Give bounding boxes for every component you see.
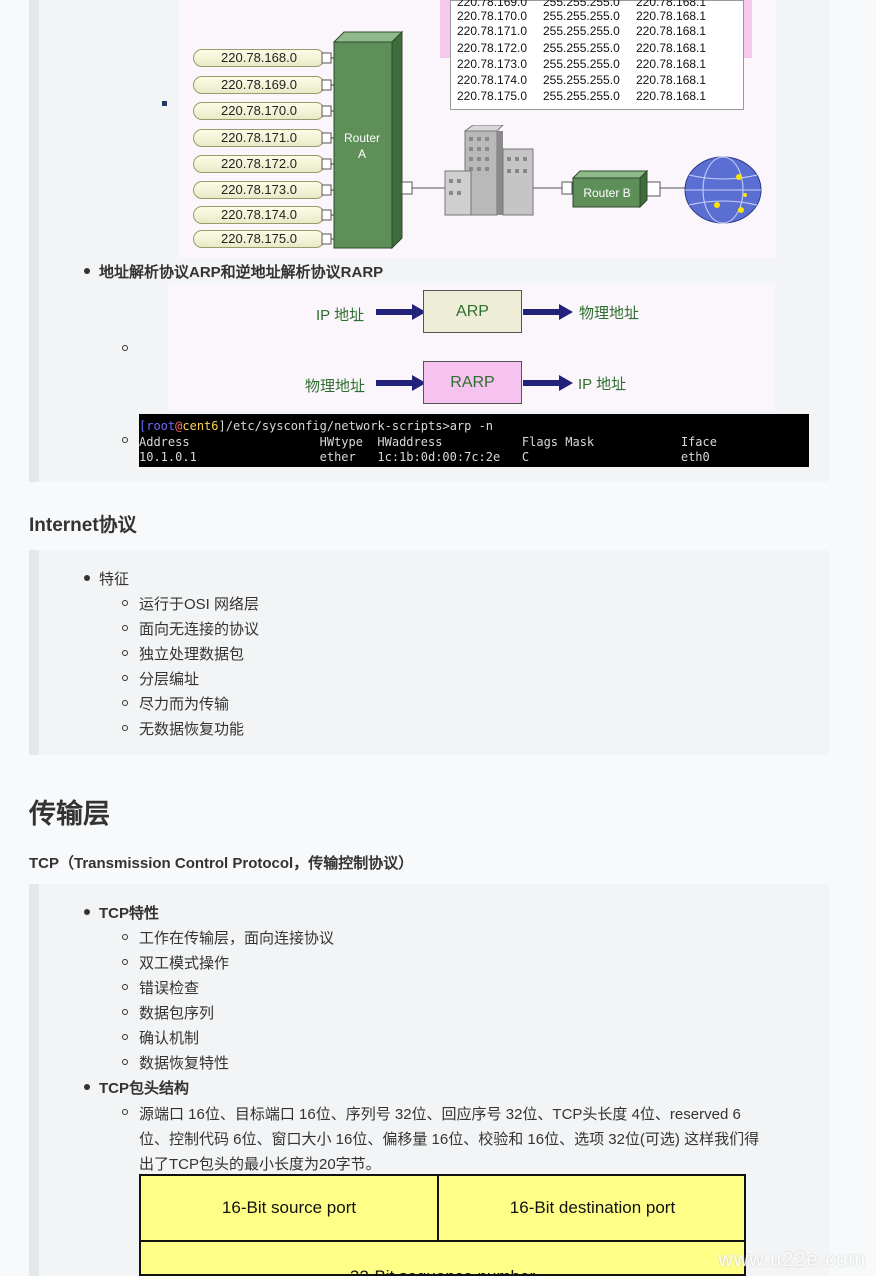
tcp-features-label: TCP特性 bbox=[99, 905, 160, 922]
sub-bullet bbox=[122, 345, 128, 351]
list-item: 无数据恢复功能 bbox=[139, 721, 245, 738]
arp-section-title: 地址解析协议ARP和逆地址解析协议RARP bbox=[99, 264, 384, 281]
wan-links bbox=[401, 181, 688, 197]
list-item: 独立处理数据包 bbox=[139, 646, 245, 663]
sub-bullet bbox=[122, 625, 128, 631]
feature-label: 特征 bbox=[99, 571, 130, 588]
router-b-label: Router B bbox=[583, 186, 631, 200]
router-a bbox=[332, 30, 404, 250]
ip-label: 220.78.169.0 bbox=[193, 76, 325, 94]
sub-bullet bbox=[122, 437, 128, 443]
sub-bullet bbox=[122, 1109, 128, 1115]
sub-bullet bbox=[122, 959, 128, 965]
sub-bullet bbox=[122, 984, 128, 990]
sequence-number-cell: 32-Bit sequence number bbox=[141, 1242, 744, 1274]
arp-right-label: 物理地址 bbox=[579, 305, 640, 322]
sub-bullet bbox=[122, 1059, 128, 1065]
tcp-header-table: 16-Bit source port 16-Bit destination po… bbox=[139, 1174, 746, 1276]
sub-bullet bbox=[122, 1009, 128, 1015]
ip-label: 220.78.175.0 bbox=[193, 230, 325, 248]
ip-label: 220.78.172.0 bbox=[193, 155, 325, 173]
diagram-bullet bbox=[162, 101, 167, 106]
tcp-header-label: TCP包头结构 bbox=[99, 1080, 190, 1097]
ip-label: 220.78.174.0 bbox=[193, 206, 325, 224]
destination-port-cell: 16-Bit destination port bbox=[439, 1176, 744, 1242]
internet-block bbox=[29, 550, 829, 755]
building-icon bbox=[444, 125, 534, 216]
arp-box: ARP bbox=[423, 290, 522, 333]
list-item: 错误检查 bbox=[139, 980, 200, 997]
sub-bullet bbox=[122, 725, 128, 731]
sub-bullet bbox=[122, 675, 128, 681]
list-bullet bbox=[84, 1084, 90, 1090]
sub-bullet bbox=[122, 600, 128, 606]
list-item: 面向无连接的协议 bbox=[139, 621, 260, 638]
ip-label: 220.78.171.0 bbox=[193, 129, 325, 147]
watermark: www.u22e.com bbox=[718, 1249, 866, 1271]
internet-heading: Internet协议 bbox=[29, 515, 137, 536]
router-a-connectors bbox=[321, 52, 335, 245]
tcp-title: TCP（Transmission Control Protocol，传输控制协议… bbox=[29, 855, 414, 872]
terminal-header-line: Address HWtype HWaddress Flags Mask Ifac… bbox=[139, 435, 717, 449]
tcp-header-desc: 源端口 16位、目标端口 16位、序列号 32位、回应序号 32位、TCP头长度… bbox=[139, 1106, 760, 1173]
ip-label: 220.78.168.0 bbox=[193, 49, 325, 67]
arrow-icon bbox=[523, 304, 573, 320]
sub-bullet bbox=[122, 1034, 128, 1040]
terminal-row-line: 10.1.0.1 ether 1c:1b:0d:00:7c:2e C eth0 bbox=[139, 450, 710, 464]
list-item: 运行于OSI 网络层 bbox=[139, 596, 260, 613]
list-item: 工作在传输层，面向连接协议 bbox=[139, 930, 335, 947]
list-item: 双工模式操作 bbox=[139, 955, 230, 972]
router-a-label: Router A bbox=[343, 131, 381, 161]
list-bullet bbox=[84, 268, 90, 274]
list-item: 数据恢复特性 bbox=[139, 1055, 230, 1072]
list-item: 分层编址 bbox=[139, 671, 200, 688]
globe-icon bbox=[684, 156, 762, 224]
list-bullet bbox=[84, 575, 90, 581]
arrow-icon bbox=[376, 304, 426, 320]
rarp-right-label: IP 地址 bbox=[578, 376, 627, 393]
rarp-box: RARP bbox=[423, 361, 522, 404]
router-b bbox=[572, 170, 648, 209]
ip-label: 220.78.170.0 bbox=[193, 102, 325, 120]
sub-bullet bbox=[122, 700, 128, 706]
list-item: 数据包序列 bbox=[139, 1005, 215, 1022]
arp-left-label: IP 地址 bbox=[316, 307, 365, 324]
arrow-icon bbox=[376, 375, 426, 391]
terminal-output: [root@cent6]/etc/sysconfig/network-scrip… bbox=[139, 414, 809, 467]
terminal-prompt-line: [root@cent6]/etc/sysconfig/network-scrip… bbox=[139, 419, 494, 433]
ip-label: 220.78.173.0 bbox=[193, 181, 325, 199]
rarp-left-label: 物理地址 bbox=[305, 378, 366, 395]
sub-bullet bbox=[122, 934, 128, 940]
transport-heading: 传输层 bbox=[29, 799, 110, 829]
sub-bullet bbox=[122, 650, 128, 656]
list-bullet bbox=[84, 909, 90, 915]
list-item: 确认机制 bbox=[139, 1030, 200, 1047]
arrow-icon bbox=[523, 375, 573, 391]
source-port-cell: 16-Bit source port bbox=[141, 1176, 439, 1242]
list-item: 尽力而为传输 bbox=[139, 696, 230, 713]
